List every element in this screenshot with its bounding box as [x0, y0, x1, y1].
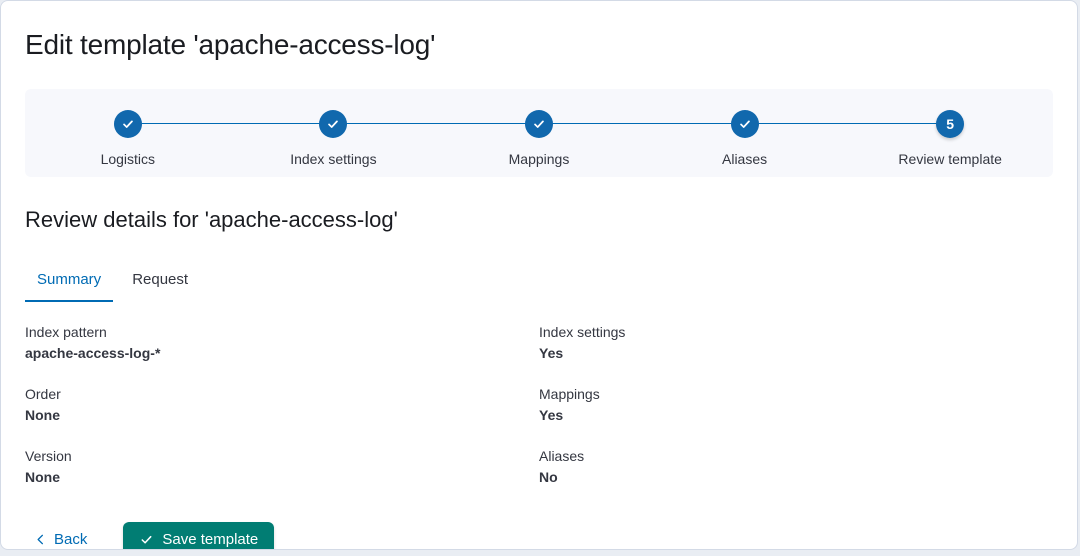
step-number: 5 [946, 116, 955, 132]
check-icon [121, 117, 135, 131]
summary-term: Index pattern [25, 324, 107, 340]
check-icon [532, 117, 546, 131]
step-circle-complete [730, 110, 759, 138]
back-button[interactable]: Back [25, 523, 95, 550]
summary-term: Aliases [539, 448, 585, 464]
step-circle-complete [524, 110, 553, 138]
step-logistics[interactable]: Logistics [25, 89, 231, 177]
review-details-heading: Review details for 'apache-access-log' [25, 207, 398, 232]
summary-value: apache-access-log-* [25, 345, 161, 361]
back-button-label: Back [54, 530, 88, 548]
save-template-button-label: Save template [162, 530, 259, 548]
step-label: Index settings [290, 151, 377, 167]
summary-value: Yes [539, 407, 564, 423]
summary-panel: Index pattern apache-access-log-* Order … [25, 322, 1053, 500]
wizard-stepper: Logistics Index settings Mappings [25, 89, 1053, 177]
review-tabs: Summary Request [25, 261, 1053, 302]
summary-item-index-settings: Index settings Yes [539, 322, 1053, 364]
page-title: Edit template 'apache-access-log' [25, 29, 436, 60]
tab-request[interactable]: Request [120, 261, 200, 302]
step-label: Aliases [722, 151, 768, 167]
summary-term: Mappings [539, 386, 600, 402]
check-icon [738, 117, 752, 131]
wizard-footer: Back Save template [25, 522, 1053, 550]
check-icon [139, 532, 154, 547]
summary-term: Index settings [539, 324, 626, 340]
step-index-settings[interactable]: Index settings [231, 89, 437, 177]
summary-column-right: Index settings Yes Mappings Yes Aliases … [539, 322, 1053, 500]
step-circle-complete [113, 110, 142, 138]
save-template-button[interactable]: Save template [123, 522, 275, 549]
step-review-template[interactable]: 5 Review template [847, 89, 1053, 177]
summary-term: Version [25, 448, 72, 464]
summary-item-index-pattern: Index pattern apache-access-log-* [25, 322, 539, 364]
step-label: Mappings [508, 151, 570, 167]
summary-item-version: Version None [25, 446, 539, 488]
summary-item-aliases: Aliases No [539, 446, 1053, 488]
summary-column-left: Index pattern apache-access-log-* Order … [25, 322, 539, 500]
summary-value: None [25, 469, 60, 485]
tab-summary[interactable]: Summary [25, 261, 114, 302]
summary-value: No [539, 469, 558, 485]
check-icon [326, 117, 340, 131]
summary-item-order: Order None [25, 384, 539, 426]
step-label: Logistics [100, 151, 156, 167]
summary-item-mappings: Mappings Yes [539, 384, 1053, 426]
summary-term: Order [25, 386, 61, 402]
step-circle-complete [319, 110, 348, 138]
step-circle-current: 5 [936, 110, 965, 138]
summary-value: None [25, 407, 60, 423]
summary-value: Yes [539, 345, 564, 361]
chevron-left-icon [33, 532, 48, 547]
step-mappings[interactable]: Mappings [436, 89, 642, 177]
step-label: Review template [898, 151, 1002, 167]
step-aliases[interactable]: Aliases [642, 89, 848, 177]
